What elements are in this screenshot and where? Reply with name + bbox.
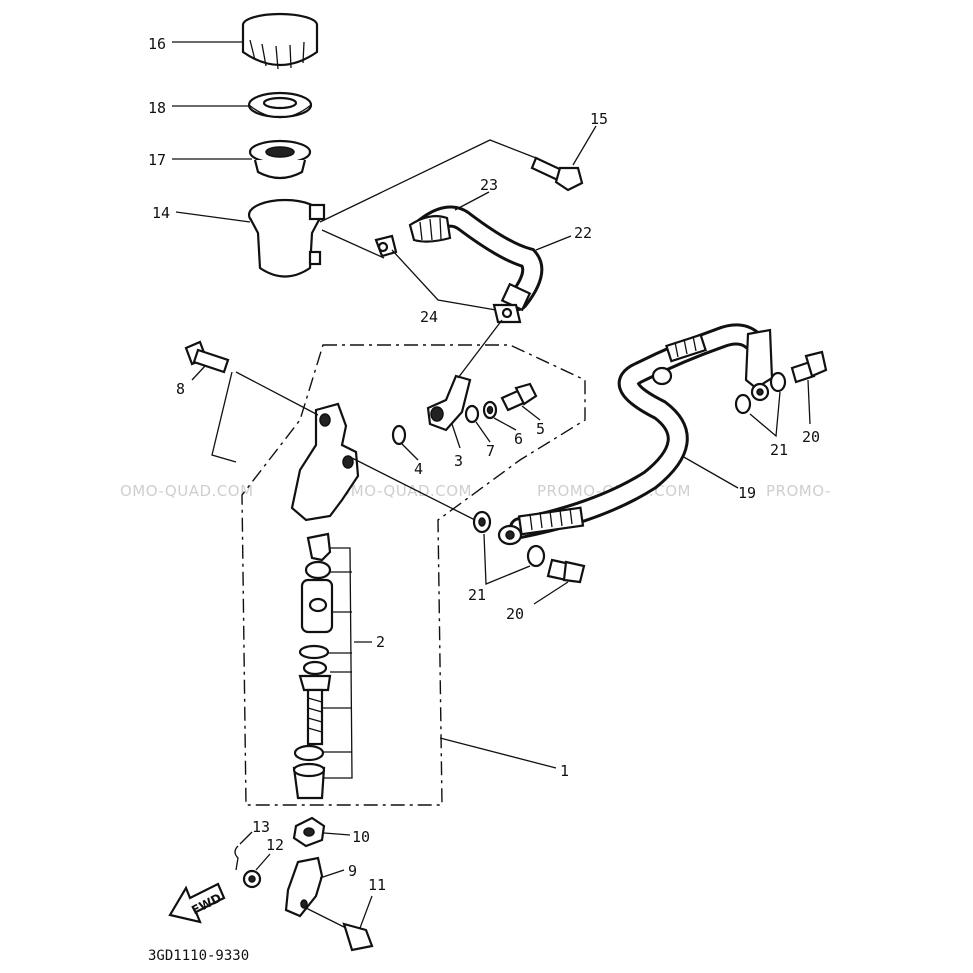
washer-12 — [242, 869, 262, 889]
washer-7 — [464, 404, 480, 424]
callout-16: 16 — [148, 35, 166, 53]
callout-21-lower: 21 — [468, 586, 486, 604]
nut-10 — [292, 816, 326, 848]
pin-11 — [305, 907, 374, 952]
callout-12: 12 — [266, 836, 284, 854]
diagram-code: 3GD1110-9330 — [148, 948, 249, 964]
washer-6 — [482, 400, 498, 420]
callout-14: 14 — [152, 204, 170, 222]
callout-7: 7 — [486, 442, 495, 460]
reservoir-body-14 — [247, 198, 326, 278]
washer-21-lower — [472, 510, 492, 534]
callout-3: 3 — [454, 452, 463, 470]
callout-19: 19 — [738, 484, 756, 502]
master-cylinder-body — [290, 402, 360, 522]
callout-8: 8 — [176, 380, 185, 398]
callout-23: 23 — [480, 176, 498, 194]
hose-joint-3 — [426, 374, 472, 432]
callout-15: 15 — [590, 110, 608, 128]
callout-17: 17 — [148, 151, 166, 169]
reservoir-cap-16 — [241, 12, 319, 70]
hose-clamp-24a — [374, 234, 398, 258]
callout-18: 18 — [148, 99, 166, 117]
cotter-pin-13 — [234, 845, 239, 871]
assembly-boundary — [241, 344, 586, 806]
callout-10: 10 — [352, 828, 370, 846]
brake-hose-19 — [497, 323, 774, 546]
callout-1: 1 — [560, 762, 569, 780]
piston-kit-2 — [292, 532, 334, 800]
watermark-2: PROMO-QUAD.COM — [318, 482, 472, 500]
union-bolt-20-lower — [546, 558, 586, 584]
bolt-15 — [530, 156, 584, 192]
watermark-4: PROMO- — [766, 482, 831, 500]
bolt-8 — [184, 340, 230, 374]
union-bolt-5 — [500, 382, 538, 412]
washer-21-right-a — [734, 393, 752, 415]
callout-22: 22 — [574, 224, 592, 242]
union-bolt-20-right — [790, 350, 828, 384]
callout-24: 24 — [420, 308, 438, 326]
washer-21-lower-b — [526, 544, 546, 568]
diaphragm-18 — [247, 91, 313, 119]
callout-20-right: 20 — [802, 428, 820, 446]
fwd-arrow: FWD — [168, 882, 226, 924]
clevis-9 — [284, 856, 324, 918]
washer-21-right-b — [769, 371, 787, 393]
callout-9: 9 — [348, 862, 357, 880]
hose-end-23 — [408, 215, 452, 243]
callout-6: 6 — [514, 430, 523, 448]
callout-5: 5 — [536, 420, 545, 438]
callout-21-right: 21 — [770, 441, 788, 459]
callout-20-lower: 20 — [506, 605, 524, 623]
callout-13: 13 — [252, 818, 270, 836]
callout-2: 2 — [376, 633, 385, 651]
watermark-strip: OMO-QUAD.COM PROMO-QUAD.COM PROMO-QUAD.C… — [120, 482, 831, 500]
diaphragm-holder-17 — [248, 139, 312, 180]
o-ring-4 — [391, 424, 407, 446]
watermark-1: OMO-QUAD.COM — [120, 482, 254, 500]
hose-clamp-24b — [492, 303, 522, 324]
callout-4: 4 — [414, 460, 423, 478]
callout-11: 11 — [368, 876, 386, 894]
